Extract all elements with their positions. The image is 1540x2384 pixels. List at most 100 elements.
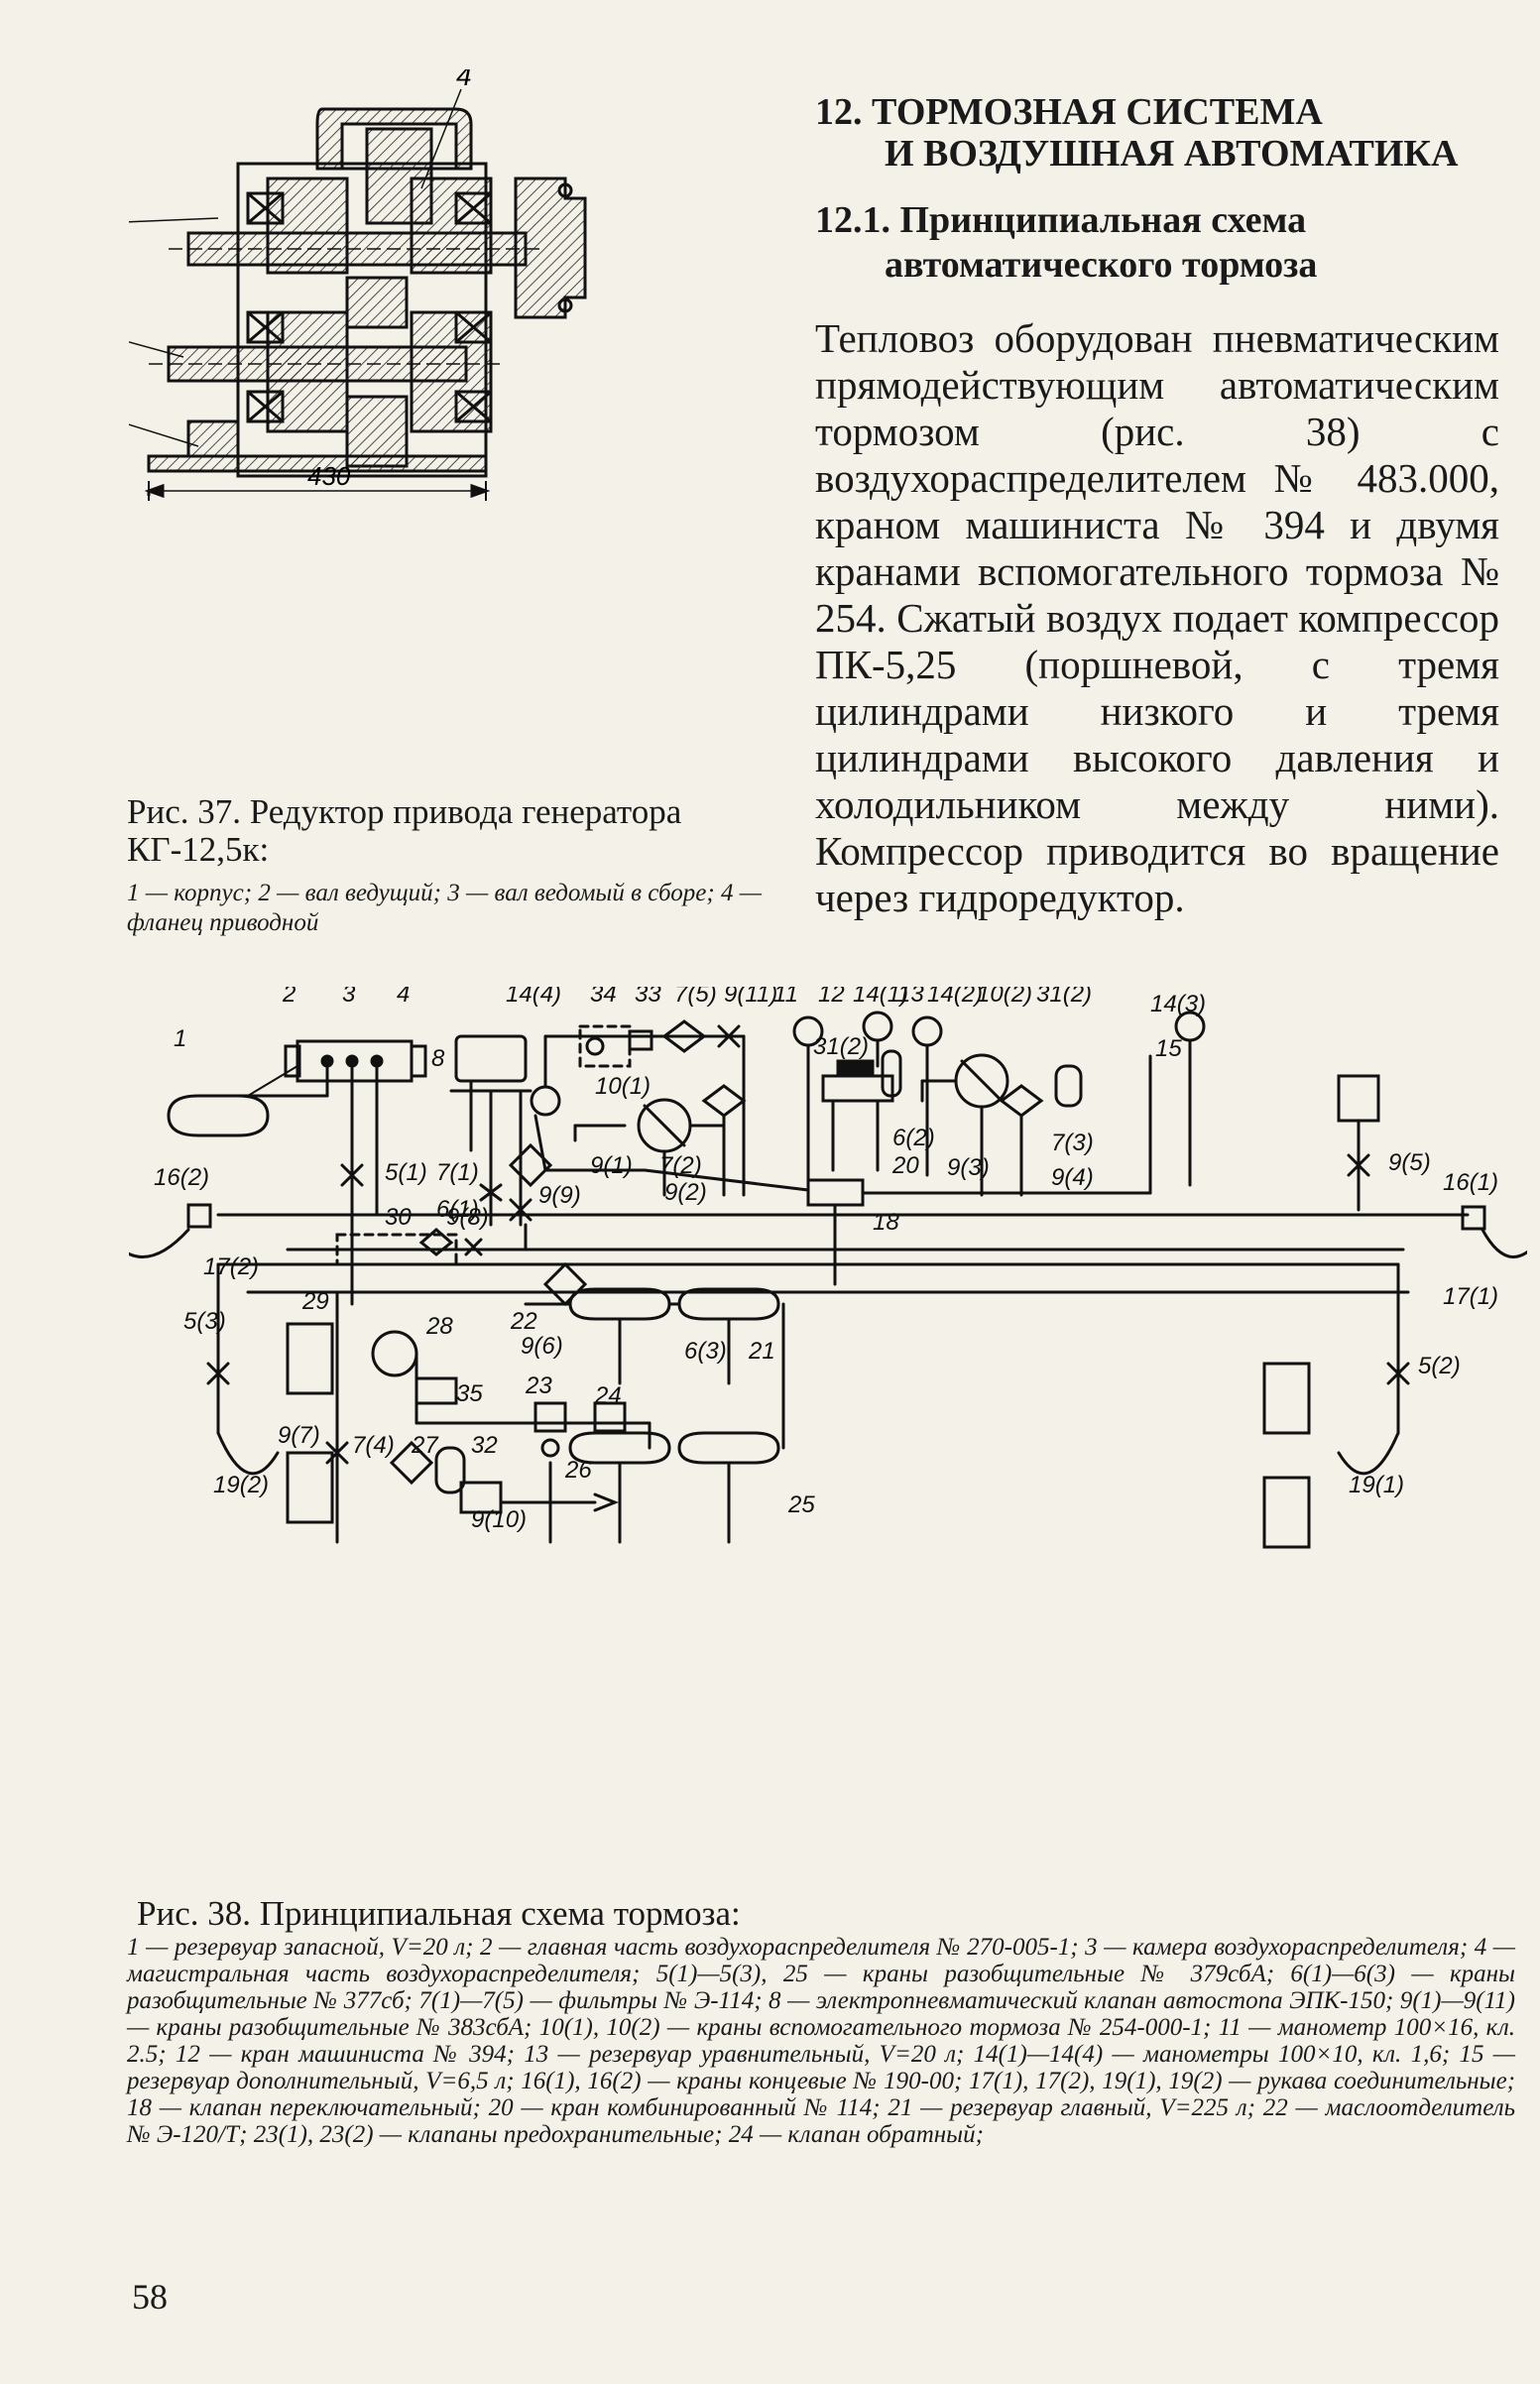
figure-37-caption-title: Рис. 37. Редуктор привода генератора КГ-… <box>127 792 682 869</box>
valve-5-3 <box>206 1362 230 1385</box>
d-label-7-5: 7(5) <box>674 987 717 1008</box>
d-label-9-1: 9(1) <box>590 1152 633 1179</box>
d-label-31-2-a: 31(2) <box>1036 987 1092 1008</box>
fig37-label-4: 4 <box>456 69 472 91</box>
filter-7-2 <box>701 1084 747 1118</box>
d-label-10-1: 10(1) <box>595 1073 651 1100</box>
valve-5-2 <box>1386 1362 1410 1385</box>
d-label-29: 29 <box>301 1288 329 1315</box>
element-35 <box>415 1376 458 1405</box>
valve-9-9 <box>509 1198 533 1222</box>
d-label-18: 18 <box>873 1209 899 1236</box>
d-label-32: 32 <box>471 1432 498 1459</box>
end-valve-16-1 <box>1461 1205 1486 1231</box>
end-valve-16-2 <box>186 1203 212 1229</box>
d-label-11: 11 <box>773 987 798 1008</box>
d-label-7-3: 7(3) <box>1051 1130 1094 1156</box>
d-label-33: 33 <box>635 987 661 1008</box>
d-label-9-7: 9(7) <box>278 1422 320 1449</box>
d-label-9-3: 9(3) <box>947 1154 990 1181</box>
d-label-7-4: 7(4) <box>352 1432 395 1459</box>
d-label-14-1: 14(1) <box>853 987 908 1008</box>
filter-7-3 <box>999 1084 1044 1118</box>
d-label-9-2: 9(2) <box>664 1179 707 1206</box>
d-label-9-6: 9(6) <box>521 1333 563 1360</box>
d-label-7-1: 7(1) <box>436 1159 479 1186</box>
d-label-12: 12 <box>818 987 845 1008</box>
d-label-17-1: 17(1) <box>1443 1283 1498 1310</box>
subsection-heading: 12.1. Принципиальная схема автоматическо… <box>815 198 1470 288</box>
d-label-9-11: 9(11) <box>724 987 777 1008</box>
d-label-16-1: 16(1) <box>1443 1169 1498 1196</box>
d-label-27: 27 <box>411 1432 439 1459</box>
filter-7-1 <box>508 1142 553 1188</box>
subsection-heading-line2: автоматического тормоза <box>885 244 1318 286</box>
reservoir-32 <box>434 1446 466 1494</box>
switch-valve-18 <box>806 1178 865 1207</box>
figure-37-drawing: 3 2 1 4 430 <box>129 69 587 501</box>
brake-cylinder-29-upper <box>286 1322 334 1395</box>
valve-9-11 <box>717 1024 741 1048</box>
d-label-16-2: 16(2) <box>154 1164 209 1191</box>
gauge-box-9-5 <box>1337 1074 1380 1123</box>
d-label-15: 15 <box>1155 1035 1182 1062</box>
figure-38-caption-legend: 1 — резервуар запасной, V=20 л; 2 — глав… <box>127 1934 1515 2148</box>
d-label-22: 22 <box>510 1308 537 1335</box>
d-label-7-2: 7(2) <box>659 1152 702 1179</box>
reservoir-15 <box>1054 1064 1083 1108</box>
d-label-34: 34 <box>590 987 617 1008</box>
d-label-1: 1 <box>174 1025 186 1052</box>
d-label-9-10: 9(10) <box>471 1506 527 1533</box>
valve-9-8 <box>464 1238 483 1256</box>
d-label-5-3: 5(3) <box>183 1308 226 1335</box>
d-label-9-5: 9(5) <box>1388 1149 1431 1176</box>
d-label-14-2: 14(2) <box>927 987 983 1008</box>
d-label-9-4: 9(4) <box>1051 1164 1094 1191</box>
d-label-6-2: 6(2) <box>892 1125 935 1151</box>
d-label-19-2: 19(2) <box>213 1472 269 1498</box>
gauge-14-4 <box>530 1085 561 1117</box>
d-label-20: 20 <box>891 1152 919 1179</box>
safety-valve-23-1 <box>533 1401 567 1433</box>
valve-34 <box>585 1036 605 1056</box>
d-label-5-2: 5(2) <box>1418 1353 1461 1379</box>
figure-37-caption: Рис. 37. Редуктор привода генератора КГ-… <box>127 793 762 938</box>
d-label-10-2: 10(2) <box>977 987 1032 1008</box>
main-reservoir-21-4 <box>677 1431 780 1465</box>
d-label-14-3: 14(3) <box>1150 991 1206 1017</box>
d-label-30: 30 <box>385 1204 412 1231</box>
d-label-5-1: 5(1) <box>385 1159 427 1186</box>
d-label-4: 4 <box>397 987 410 1008</box>
d-label-9-8: 9(8) <box>446 1204 489 1231</box>
d-label-23: 23 <box>525 1372 552 1399</box>
valve-5-1 <box>340 1163 364 1187</box>
epk-valve-8 <box>454 1034 528 1083</box>
main-reservoir-21-3 <box>568 1431 671 1465</box>
safety-valve-23-2 <box>593 1401 627 1433</box>
oil-separator-22 <box>542 1261 588 1307</box>
filter-7-5 <box>661 1019 707 1053</box>
subsection-heading-line1: 12.1. Принципиальная схема <box>815 199 1307 241</box>
d-label-6-1: 6(1) <box>436 1196 479 1223</box>
filter-7-4 <box>389 1440 434 1486</box>
reservoir-1 <box>167 1094 270 1137</box>
d-label-24: 24 <box>594 1382 622 1409</box>
brake-cylinder-29-lower <box>286 1451 334 1524</box>
main-reservoir-21-2 <box>677 1287 780 1321</box>
body-paragraph: Тепловоз оборудован пневматическим прямо… <box>815 315 1499 920</box>
d-label-35: 35 <box>456 1380 483 1407</box>
brake-cylinder-right-lower <box>1262 1476 1311 1549</box>
d-label-31-2-b: 31(2) <box>813 1033 869 1060</box>
valve-6-1 <box>479 1183 503 1202</box>
compressor-28 <box>371 1330 418 1377</box>
figure-37-caption-legend: 1 — корпус; 2 — вал ведущий; 3 — вал вед… <box>127 880 762 936</box>
section-heading-line1: 12. ТОРМОЗНАЯ СИСТЕМА <box>815 91 1323 133</box>
d-label-2: 2 <box>282 987 296 1008</box>
d-label-9-9: 9(9) <box>538 1182 581 1209</box>
section-heading-line2: И ВОЗДУШНАЯ АВТОМАТИКА <box>885 133 1459 175</box>
d-label-8: 8 <box>431 1045 445 1072</box>
gauge-14-2 <box>911 1015 943 1047</box>
page-number: 58 <box>132 2277 168 2317</box>
d-label-26: 26 <box>564 1457 592 1484</box>
figure-38-caption-title: Рис. 38. Принципиальная схема тормоза: <box>137 1894 741 1933</box>
